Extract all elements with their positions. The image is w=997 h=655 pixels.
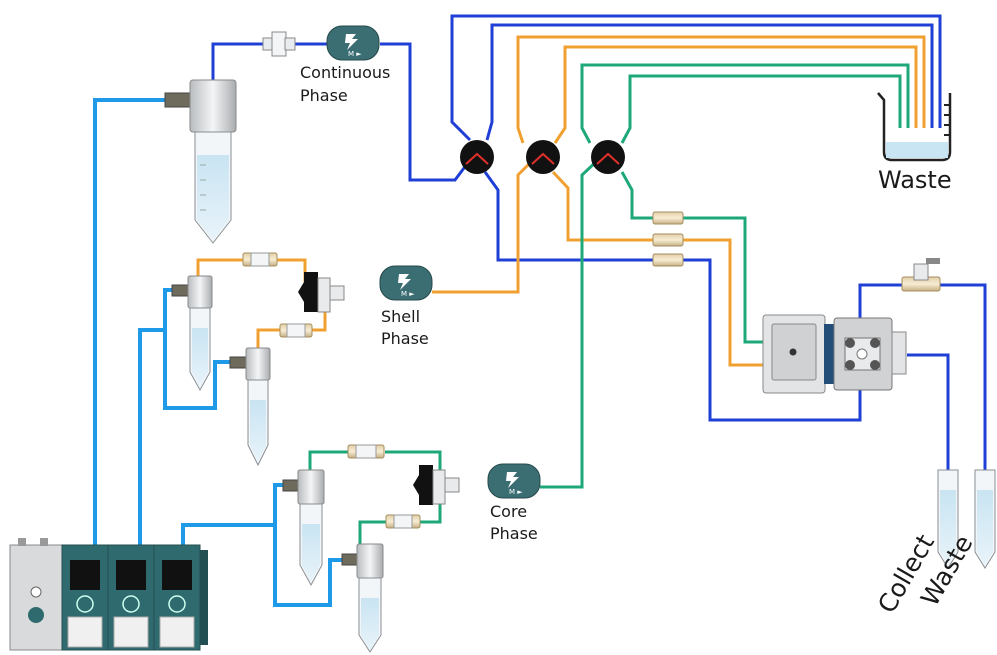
shell-resistor-1: [242, 252, 278, 267]
chip-inlet-resistors: [652, 211, 684, 267]
pressure-tubing: [93, 98, 347, 607]
core-phase-label-line-2: Phase: [490, 524, 538, 543]
svg-text:M ►: M ►: [509, 488, 523, 496]
waste-beaker-label: Waste: [878, 166, 952, 194]
pressure-controller-icon: [9, 538, 208, 651]
rotary-valve-icon: [460, 140, 494, 174]
rotary-valve-icon: [526, 140, 560, 174]
rotary-valve-icon: [591, 140, 625, 174]
microfluidic-chip-icon: [762, 314, 907, 394]
svg-text:M ►: M ►: [348, 50, 362, 58]
continuous-phase-label: Continuous Phase: [300, 63, 395, 105]
shell-phase-label-line-2: Phase: [381, 329, 429, 348]
core-reservoir-2: [341, 543, 384, 653]
shell-reservoir-1: [171, 275, 213, 392]
shell-reservoir-2: [229, 347, 271, 467]
core-resistor-2: [385, 514, 421, 529]
shell-phase-label: Shell Phase: [381, 307, 429, 348]
continuous-phase-label-line-2: Phase: [300, 86, 348, 105]
continuous-reservoir: [164, 79, 237, 244]
core-phase-label-line-1: Core: [490, 502, 527, 521]
collect-tube: [937, 469, 959, 569]
flow-sensor-icon: M ►: [326, 25, 380, 61]
flow-sensor-icon: M ►: [487, 463, 541, 499]
core-resistor-1: [347, 444, 385, 459]
shell-three-way-valve: [298, 272, 345, 313]
core-reservoir-1: [282, 469, 325, 587]
core-phase-tubing: [308, 63, 910, 545]
continuous-phase-label-line-1: Continuous: [300, 63, 390, 82]
flow-sensor-icon: M ►: [379, 265, 433, 301]
continuous-phase-tubing: [211, 14, 987, 470]
shell-phase-tubing: [196, 35, 926, 367]
core-three-way-valve: [413, 465, 460, 505]
inline-filter: [262, 31, 296, 57]
shell-phase-label-line-1: Shell: [381, 307, 420, 326]
core-phase-label: Core Phase: [490, 502, 538, 543]
shell-resistor-2: [279, 323, 313, 338]
waste-beaker: [877, 92, 952, 162]
outlet-valve: [901, 258, 941, 292]
waste-tube: [974, 469, 996, 569]
svg-text:M ►: M ►: [401, 290, 415, 298]
